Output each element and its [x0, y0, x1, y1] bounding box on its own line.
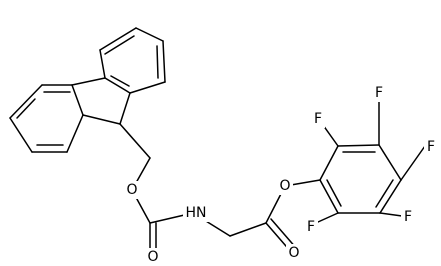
atom-o-carbonyl-right: O — [286, 244, 302, 262]
svg-text:F: F — [314, 111, 322, 127]
svg-text:F: F — [307, 219, 315, 235]
fluorene-five-ring — [71, 77, 131, 125]
svg-text:F: F — [427, 139, 435, 155]
svg-text:O: O — [147, 249, 158, 265]
atom-f-right: F — [424, 138, 438, 156]
atom-f-top-left: F — [311, 110, 325, 128]
atom-f-top-right: F — [372, 84, 386, 102]
svg-text:O: O — [288, 245, 299, 261]
pentafluorophenyl-ring — [317, 101, 426, 223]
svg-text:O: O — [126, 182, 137, 198]
svg-text:F: F — [375, 85, 383, 101]
atom-o-ester: O — [277, 177, 293, 195]
atom-f-bottom-left: F — [304, 218, 318, 236]
atom-nh: HN — [183, 204, 209, 222]
atom-f-bottom-right: F — [401, 208, 415, 226]
atom-o-carbamate: O — [125, 181, 139, 199]
svg-text:O: O — [279, 178, 290, 194]
svg-text:F: F — [404, 209, 412, 225]
atom-o-carbonyl-left: O — [145, 248, 161, 266]
fluorene-left-ring — [9, 84, 84, 153]
fluorene-top-ring — [99, 27, 166, 94]
svg-text:HN: HN — [186, 205, 207, 221]
